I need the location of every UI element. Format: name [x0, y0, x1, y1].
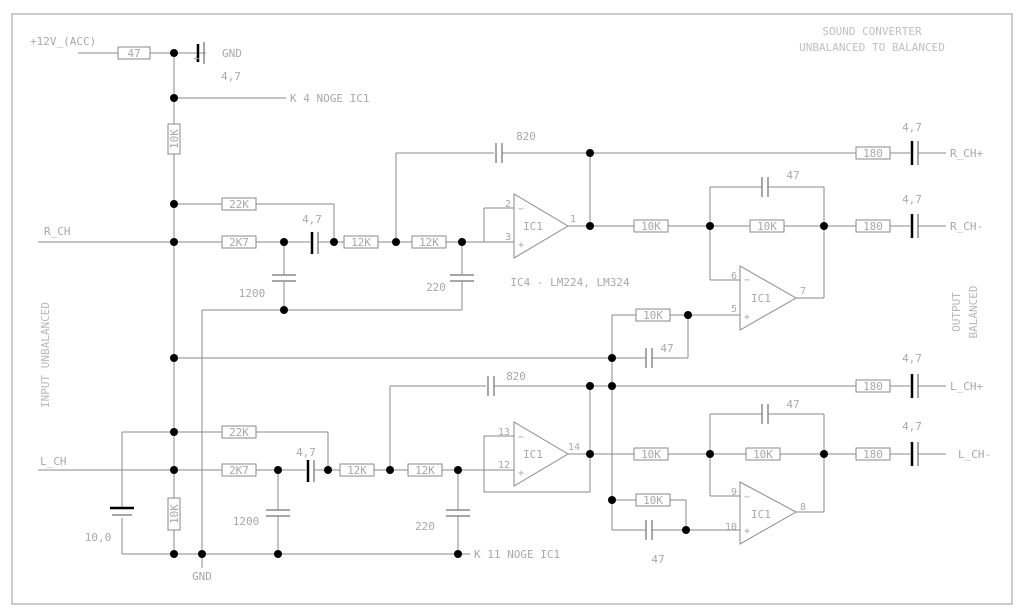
resistor-2k7-left-value: 2K7 — [229, 464, 249, 477]
pin4-label: K 4 NOGE IC1 — [290, 92, 369, 105]
resistor-10k-upper-value: 10K — [168, 129, 181, 149]
right-channel-output-section: 10K 10K 47 6 5 − + IC1 7 10K 47 180 — [611, 121, 983, 500]
ic-note: IC4 - LM224, LM324 — [510, 276, 630, 289]
capacitor-plus-mark: + — [193, 52, 200, 65]
opamp-c-pin-minus: 13 — [498, 427, 510, 438]
opamp-a-plus-sign: + — [518, 240, 524, 251]
gnd-top-label: GND — [222, 47, 242, 60]
capacitor-47-right-ref-value: 47 — [660, 342, 673, 355]
opamp-a: 2 3 − + IC1 1 IC4 - LM224, LM324 — [483, 193, 634, 289]
resistor-180-r-plus-value: 180 — [863, 147, 883, 160]
capacitor-4-7-left-input-value: 4,7 — [296, 446, 316, 459]
capacitor-47-right-feedback-value: 47 — [786, 169, 799, 182]
opamp-b-symbol — [739, 265, 798, 331]
resistor-10k-lower-value: 10K — [168, 504, 181, 524]
resistor-180-l-plus-value: 180 — [863, 380, 883, 393]
resistor-2k7-right-value: 2K7 — [229, 236, 249, 249]
opamp-a-name: IC1 — [523, 220, 543, 233]
opamp-a-pin-minus: 2 — [505, 199, 511, 210]
title-line1: SOUND CONVERTER — [822, 25, 922, 38]
resistor-10k-right-ref-value: 10K — [643, 309, 663, 322]
pin11-label: K 11 NOGE IC1 — [474, 548, 560, 561]
opamp-b-pin-out: 7 — [800, 286, 806, 297]
supply-label: +12V_(ACC) — [30, 35, 96, 48]
output-l-minus-label: L_CH- — [958, 448, 991, 461]
opamp-b-pin-minus: 6 — [731, 271, 737, 282]
junction-dots — [170, 49, 828, 558]
resistor-12k-right-b-value: 12K — [419, 236, 439, 249]
capacitor-10-0-value: 10,0 — [85, 531, 112, 544]
opamp-d-minus-sign: − — [744, 492, 750, 503]
capacitor-4-7-r-plus-value: 4,7 — [902, 121, 922, 134]
left-channel-output-section: 10K 10K 47 9 10 − + IC1 8 10K 47 180 — [611, 352, 991, 566]
opamp-d-pin-plus: 10 — [725, 522, 737, 533]
capacitor-4-7-supply-value: 4,7 — [221, 70, 241, 83]
opamp-b-pin-plus: 5 — [731, 304, 737, 315]
diagram-frame — [11, 13, 1013, 605]
resistor-22k-right-value: 22K — [229, 198, 249, 211]
opamp-a-minus-sign: − — [518, 204, 524, 215]
opamp-c-plus-sign: + — [518, 468, 524, 479]
opamp-d-pin-out: 8 — [800, 502, 806, 513]
capacitor-47-left-ref-value: 47 — [651, 553, 664, 566]
opamp-a-symbol — [513, 193, 569, 259]
gnd-bottom-label: GND — [192, 570, 212, 583]
capacitor-1200-left-value: 1200 — [233, 515, 260, 528]
opamp-a-pin-plus: 3 — [505, 232, 511, 243]
resistor-12k-left-b-value: 12K — [415, 464, 435, 477]
opamp-d-plus-sign: + — [744, 526, 750, 537]
opamp-a-pin-out: 1 — [570, 214, 576, 225]
capacitor-47-left-feedback-value: 47 — [786, 398, 799, 411]
resistor-47-supply-value: 47 — [127, 47, 140, 60]
capacitor-820-right-value: 820 — [516, 130, 536, 143]
capacitor-820-left-value: 820 — [506, 370, 526, 383]
capacitor-4-7-r-minus-value: 4,7 — [902, 193, 922, 206]
capacitor-220-right-value: 220 — [426, 281, 446, 294]
opamp-d-pin-minus: 9 — [731, 487, 737, 498]
output-r-plus-label: R_CH+ — [950, 147, 983, 160]
resistor-10k-left-inv-in-value: 10K — [641, 448, 661, 461]
opamp-c-pin-plus: 12 — [498, 460, 510, 471]
resistor-10k-right-inv-in-value: 10K — [641, 220, 661, 233]
opamp-b-minus-sign: − — [744, 275, 750, 286]
left-input-label: L_CH — [40, 455, 67, 468]
opamp-c-name: IC1 — [523, 448, 543, 461]
right-channel-input-section: R_CH 22K 2K7 4,7 12K 12K 1200 220 — [38, 130, 856, 311]
resistor-10k-left-ref-value: 10K — [643, 494, 663, 507]
output-r-minus-label: R_CH- — [950, 220, 983, 233]
resistor-180-l-minus-value: 180 — [863, 448, 883, 461]
capacitor-1200-right-value: 1200 — [239, 287, 266, 300]
opamp-d-name: IC1 — [751, 508, 771, 521]
resistor-22k-left-value: 22K — [229, 426, 249, 439]
resistor-12k-left-a-value: 12K — [347, 464, 367, 477]
title-line2: UNBALANCED TO BALANCED — [799, 41, 945, 54]
opamp-b-name: IC1 — [751, 292, 771, 305]
resistor-10k-left-feedback-value: 10K — [753, 448, 773, 461]
capacitor-4-7-right-input-value: 4,7 — [302, 213, 322, 226]
input-unbalanced-label: INPUT UNBALANCED — [39, 302, 52, 408]
opamp-d-symbol — [739, 481, 798, 545]
capacitor-220-left-value: 220 — [415, 520, 435, 533]
output-label-line1: OUTPUT — [950, 292, 963, 332]
resistor-10k-right-feedback-value: 10K — [757, 220, 777, 233]
opamp-c: 13 12 − + IC1 14 — [483, 421, 634, 493]
capacitor-4-7-l-minus-value: 4,7 — [902, 420, 922, 433]
resistor-12k-right-a-value: 12K — [351, 236, 371, 249]
opamp-b-plus-sign: + — [744, 312, 750, 323]
right-input-label: R_CH — [44, 225, 71, 238]
opamp-c-symbol — [513, 421, 569, 487]
opamp-c-pin-out: 14 — [568, 442, 580, 453]
left-channel-input-section: L_CH 22K 2K7 4,7 12K 12K 1200 220 820 — [38, 370, 856, 554]
capacitor-4-7-l-plus-value: 4,7 — [902, 352, 922, 365]
power-supply-section: 47 +12V_(ACC) + GND 4,7 K 4 NOGE IC1 10K… — [30, 35, 612, 583]
resistor-47-supply — [117, 46, 151, 60]
resistor-180-r-minus-value: 180 — [863, 220, 883, 233]
output-label-line2: BALANCED — [967, 286, 980, 339]
opamp-c-minus-sign: − — [518, 432, 524, 443]
output-l-plus-label: L_CH+ — [950, 380, 983, 393]
